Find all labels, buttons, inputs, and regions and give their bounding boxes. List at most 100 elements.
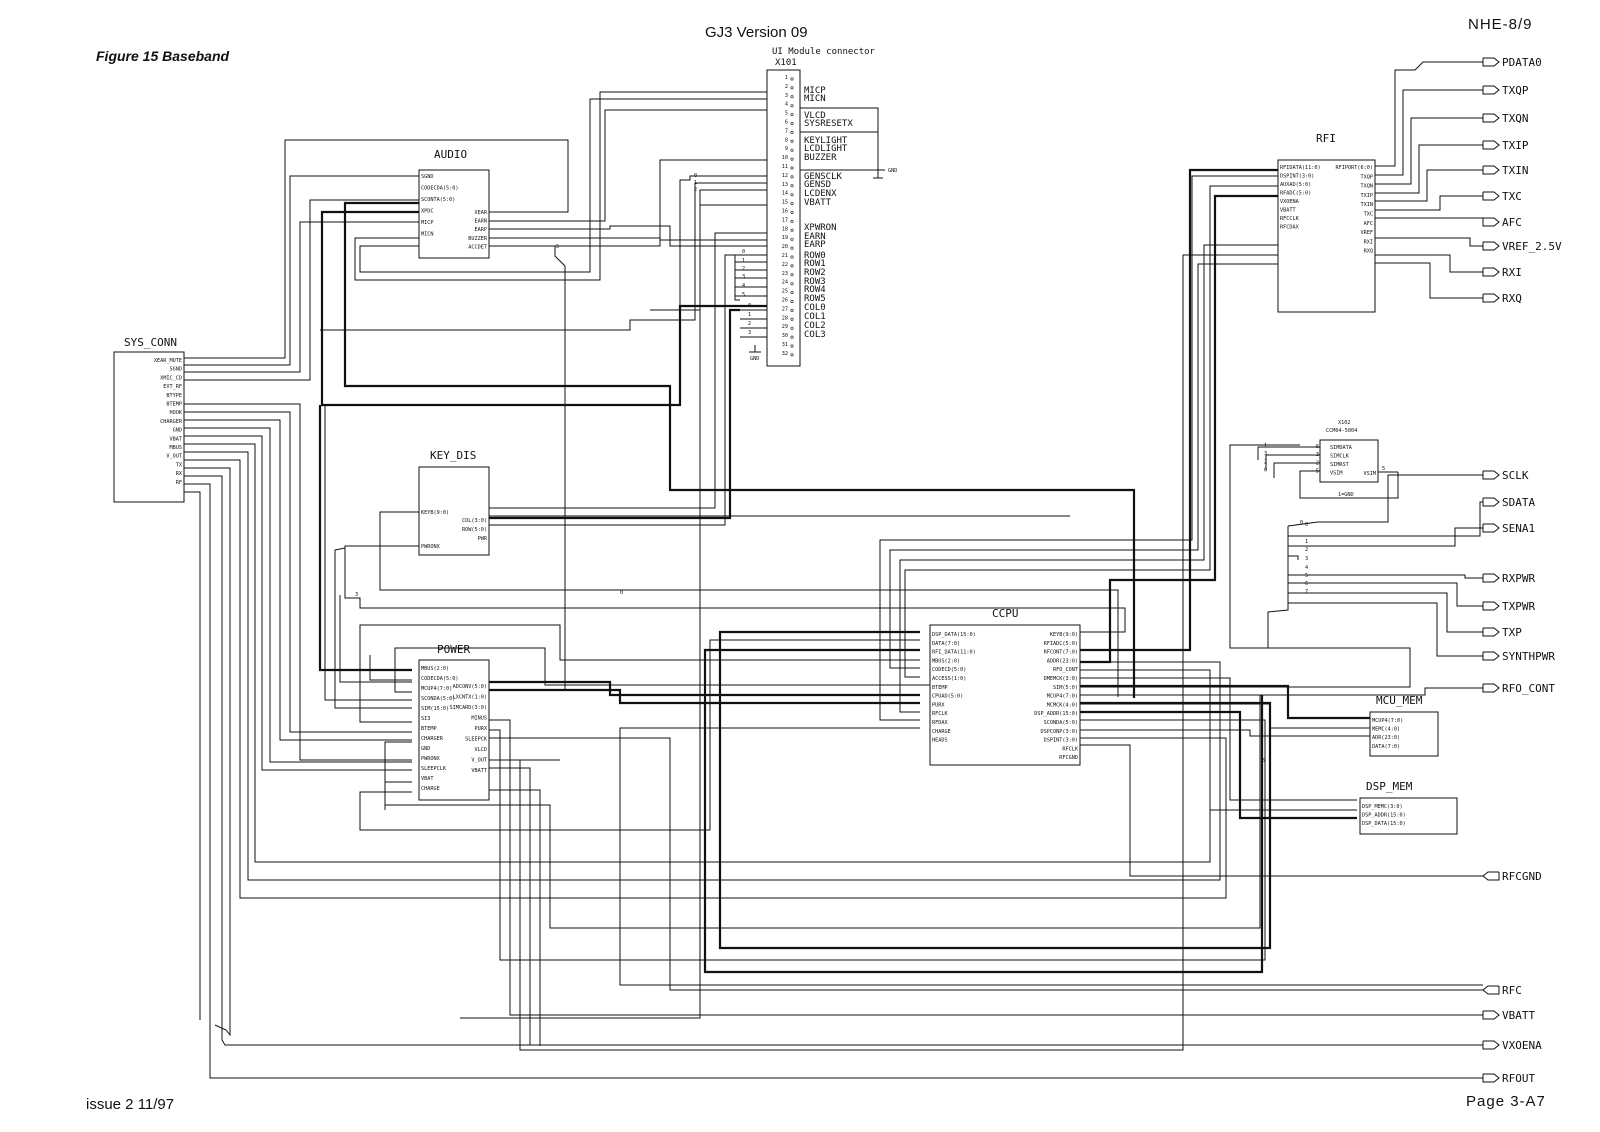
pin-label: MINUS [471,716,487,722]
connector-pin-contact [790,193,794,197]
output-port-label: TXQN [1502,112,1529,125]
connector-pin-number: 16 [782,209,788,215]
output-port [1482,217,1500,227]
output-port-label: TXIP [1502,139,1529,152]
pin-label: TXQN [1361,184,1374,190]
output-port-label: VBATT [1502,1009,1535,1022]
pin-label: COL(3:0) [462,518,487,524]
pin-label: ADR(23:0) [1372,735,1400,741]
output-port [1482,165,1500,175]
pin-label: RFCGND [1059,755,1078,761]
pin-label: RFIDATA(11:0) [1280,165,1321,171]
document-code: NHE-8/9 [1468,16,1533,33]
output-port-label: TXP [1502,626,1522,639]
schematic-title: GJ3 Version 09 [705,24,808,41]
pin-label: CODECDA(5:0) [421,186,458,192]
port-arrow-shape [1482,241,1500,251]
pin-label: XEAR_MUTE [154,358,182,364]
bus-index-label: 1 [748,312,751,318]
port-arrow-shape [1482,57,1500,67]
connector-pin-number: 24 [782,280,788,286]
pin-label: BTEMP [932,685,948,691]
pin-label: EXT_RF [163,384,182,390]
connector-pin-number: 28 [782,315,788,321]
pin-label: ADDR(23:0) [1047,658,1078,664]
pin-label: MEMC(4:0) [1372,727,1400,733]
connector-pin-contact [790,326,794,330]
port-arrow-shape [1482,1010,1500,1020]
pin-label: 3 [1316,452,1319,458]
connector-pin-contact [790,166,794,170]
input-port [1482,985,1500,995]
connector-signal-label: ROW5 [804,294,826,304]
connector-pin-contact [790,139,794,143]
output-port [1482,57,1500,67]
connector-signal-label: VLCD [804,111,826,121]
port-arrow-shape [1482,293,1500,303]
pin-label: VSIM [1330,471,1343,477]
output-port-label: RXI [1502,266,1522,279]
pin-label: SIMCLK [1330,454,1350,460]
pin-label: GND [421,746,430,752]
pin-label: EARN [475,219,488,225]
connector-pin-contact [790,113,794,117]
connector-signal-label: VBATT [804,198,832,208]
bus-index-label: 1 [742,258,745,264]
wire-label: 3 [1305,556,1308,562]
port-arrow-shape [1482,985,1500,995]
connector-pin-contact [790,317,794,321]
pin-label: DSPCONP(3:0) [1041,729,1078,735]
pin-label: 6 [1316,444,1319,450]
pin-label: DSP_MEMC(3:0) [1362,804,1403,810]
pin-label: SCONDA(5:0) [421,696,455,702]
bus-index-label: 2 [748,321,751,327]
input-port [1482,871,1500,881]
port-arrow-shape [1482,267,1500,277]
pin-label: HEADS [932,738,948,744]
ccpu-title: CCPU [992,607,1019,620]
pin-label: XEAR [475,210,488,216]
connector-pin-number: 23 [782,271,788,277]
pin-label: VXOENA [1280,199,1300,205]
pin-label: ACCDET [468,244,487,250]
connector-pin-number: 12 [782,173,788,179]
connector-pin-number: 32 [782,351,788,357]
pin-label: MCUP4(7:0) [1047,694,1078,700]
wire-label: 0 [1300,520,1303,526]
pin-label: RF [176,480,182,486]
pin-label: RFO_CONT [1053,667,1078,673]
port-arrow-shape [1482,497,1500,507]
pin-label: MBUS(2:0) [421,666,449,672]
pin-label: DSP_ADDR(15:0) [1034,711,1078,717]
wire-layer [184,61,1483,1079]
pin-label: ACCESS(1:0) [932,676,966,682]
pin-label: PWRONX [421,544,441,550]
port-arrow-shape [1482,113,1500,123]
bus-index-label: 0 [1264,468,1267,474]
pin-label: RX [176,471,183,477]
port-arrow-shape [1482,140,1500,150]
connector-pin-number: 5 [785,111,788,117]
pin-label: CHARGE [932,729,951,735]
pin-label: RFCCLK [1280,216,1300,222]
connector-signal-label: ROW0 [804,251,826,261]
connector-pin-contact [790,130,794,134]
connector-signal-label: ROW3 [804,277,826,287]
pin-label: RFCLK [1062,746,1078,752]
connector-pin-number: 14 [782,191,788,197]
connector-pin-number: 15 [782,200,788,206]
pin-label: TXIP [1361,193,1374,199]
pin-label: VBATT [1280,208,1296,214]
pin-label: SI3 [421,716,430,722]
connector-signal-label: LCDENX [804,189,837,199]
pin-label: DSPINT(3:0) [1280,174,1314,180]
rfi-block [1277,159,1376,313]
pin-label: KEYB(9:0) [421,510,449,516]
output-port-label: SDATA [1502,496,1535,509]
connector-pin-number: 4 [785,102,788,108]
pin-label: MICN [421,232,434,238]
output-port [1482,573,1500,583]
connector-pin-contact [790,273,794,277]
pin-label: SIMRST [1330,462,1349,468]
output-port [1482,191,1500,201]
